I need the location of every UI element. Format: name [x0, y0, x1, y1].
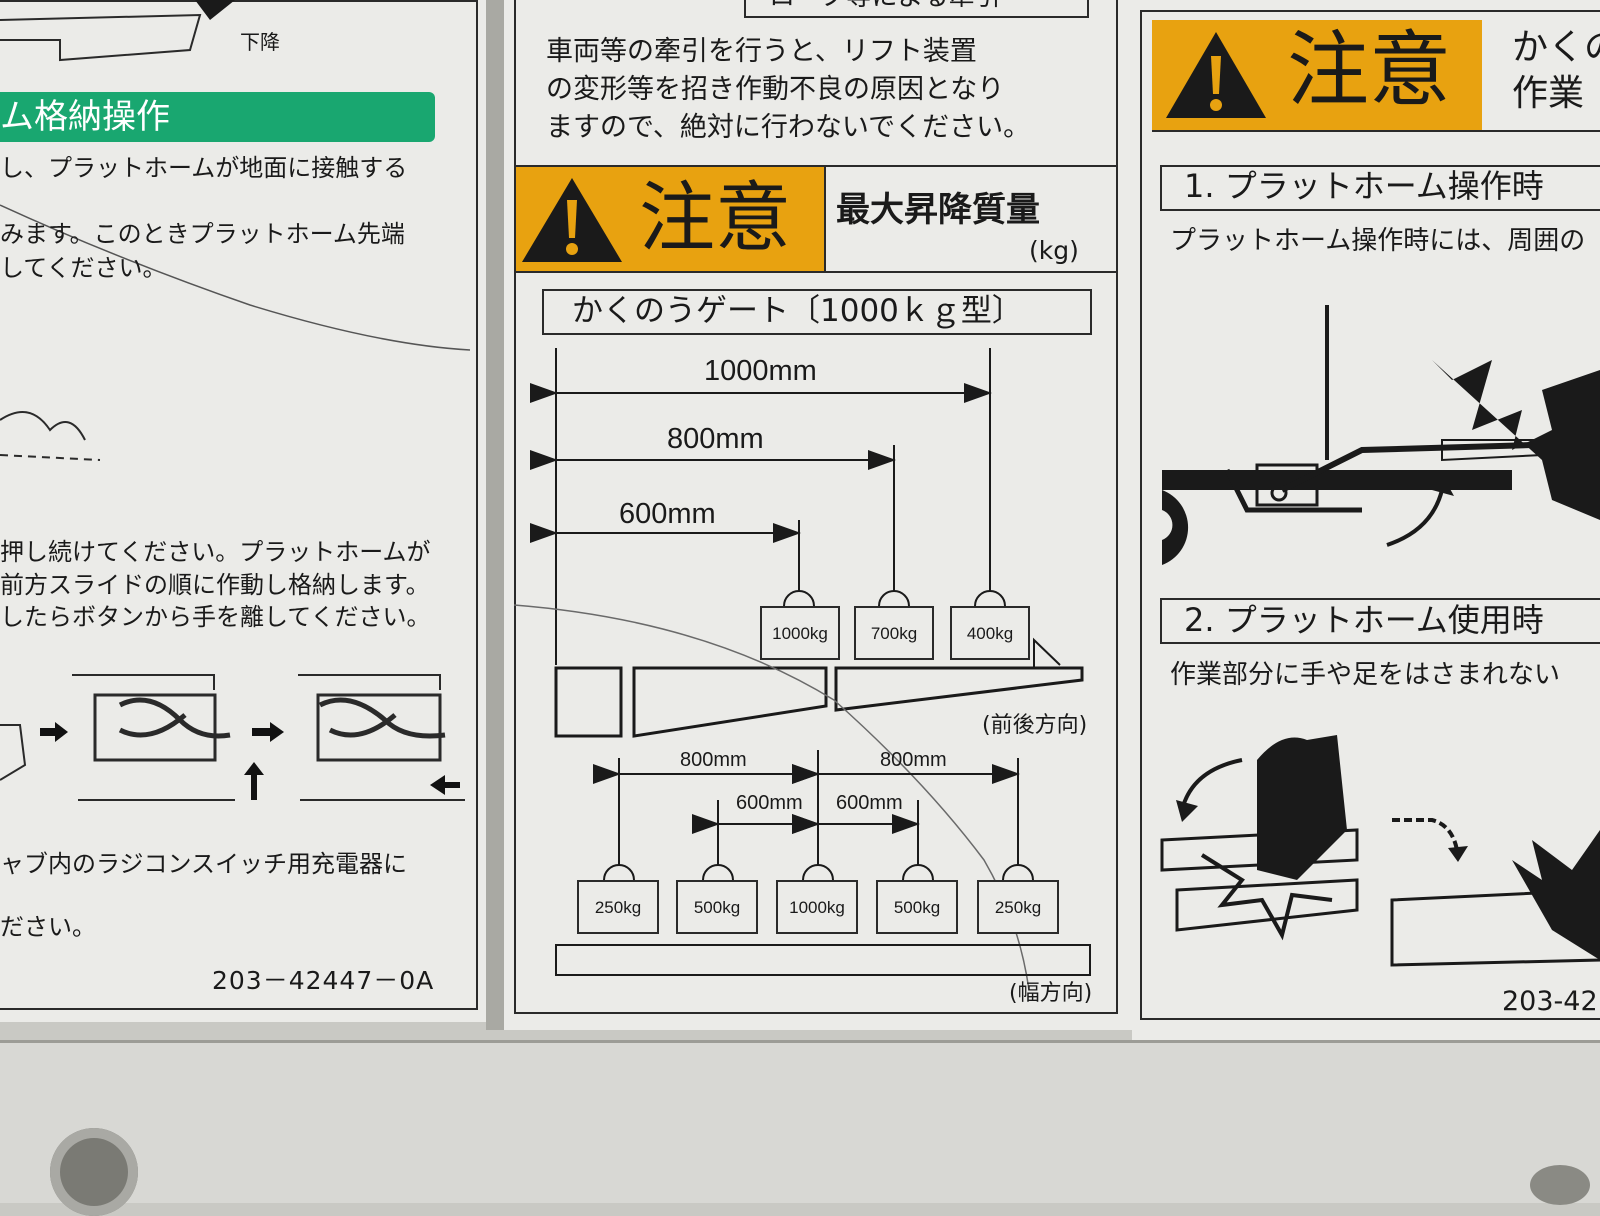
- caution-divider: [824, 167, 826, 271]
- truck-body-strip: [0, 1040, 1600, 1203]
- right-header-partial-2: 作業: [1512, 73, 1585, 114]
- left-text3-line-2: ださい。: [0, 913, 96, 941]
- right-caution-label: 注意: [1287, 23, 1452, 118]
- weight-box-400kg: 400kg: [950, 606, 1030, 660]
- left-panel-illustrations: [0, 0, 471, 801]
- right-header-partial-1: かくの: [1512, 27, 1600, 68]
- right-panel-border: [1140, 10, 1600, 1020]
- caution-label: 注意: [639, 173, 791, 262]
- top-partial-title: ロープ等による牽引: [769, 0, 1001, 10]
- width-dim-800mm-left: 800mm: [680, 749, 747, 771]
- gate-title: かくのうゲート〔1000ｋｇ型〕: [572, 293, 1023, 329]
- width-dim-600mm-right: 600mm: [836, 792, 903, 814]
- left-text2-line-2: 前方スライドの順に作動し格納します。: [0, 571, 430, 599]
- warning-triangle-icon: [522, 178, 622, 262]
- warning-line-2: の変形等を招き作動不良の原因となり: [546, 74, 1005, 105]
- width-weight-500kg-right: 500kg: [876, 880, 958, 934]
- truck-lift-icon: [1162, 305, 1600, 565]
- right-label-panel: 注意 かくの 作業 1. プラットホーム操作時 プラットホーム操作時には、周囲の…: [1132, 0, 1600, 1040]
- top-title-box: [744, 0, 1089, 18]
- section2-title-box: [1160, 598, 1600, 644]
- lowering-label: 下降: [240, 30, 280, 54]
- left-text-line-2: みます。このときプラットホーム先端: [0, 220, 405, 248]
- caution-header-row: [514, 165, 1118, 273]
- left-text3-line-1: ャブ内のラジコンスイッチ用充電器に: [0, 850, 408, 878]
- left-panel-border: [0, 0, 478, 1010]
- green-header-text: ム格納操作: [0, 97, 170, 137]
- section2-text: 作業部分に手や足をはさまれない: [1170, 660, 1561, 690]
- dim-1000mm: 1000mm: [704, 355, 817, 387]
- section2-title: 2. プラットホーム使用時: [1184, 601, 1544, 639]
- weight-box-700kg: 700kg: [854, 606, 934, 660]
- width-weight-500kg-left: 500kg: [676, 880, 758, 934]
- warning-line-1: 車両等の牽引を行うと、リフト装置: [546, 36, 977, 67]
- left-text2-line-1: 押し続けてください。プラットホームが: [0, 538, 431, 566]
- hand-pinch-icon: [1160, 735, 1600, 967]
- green-header-bar: [0, 92, 435, 142]
- right-header-line: [1152, 130, 1600, 132]
- width-dim-800mm-right: 800mm: [880, 749, 947, 771]
- gate-title-box: [542, 289, 1092, 335]
- max-load-title: 最大昇降質量: [836, 190, 1040, 230]
- center-label-panel: ロープ等による牽引 車両等の牽引を行うと、リフト装置 の変形等を招き作動不良の原…: [504, 0, 1132, 1030]
- front-back-diagram: [513, 348, 1084, 991]
- warning-line-3: ますので、絶対に行わないでください。: [546, 112, 1031, 143]
- direction-front-back: (前後方向): [982, 713, 1088, 738]
- direction-width: (幅方向): [1009, 981, 1093, 1006]
- section1-text: プラットホーム操作時には、周囲の: [1170, 226, 1586, 256]
- center-panel-border: [514, 0, 1118, 1014]
- width-weight-250kg-right: 250kg: [977, 880, 1059, 934]
- width-weight-1000kg: 1000kg: [776, 880, 858, 934]
- weight-box-1000kg: 1000kg: [760, 606, 840, 660]
- dim-600mm: 600mm: [619, 498, 716, 530]
- width-weight-250kg-left: 250kg: [577, 880, 659, 934]
- rivet-icon: [1530, 1165, 1590, 1205]
- panel-seam: [486, 0, 504, 1030]
- left-part-number: 203－42447－0A: [212, 966, 435, 995]
- right-part-number: 203-42: [1502, 986, 1598, 1017]
- max-load-unit: (kg): [1029, 236, 1079, 265]
- section1-title: 1. プラットホーム操作時: [1184, 167, 1544, 205]
- width-diagram: [555, 750, 1091, 976]
- rivet-icon: [50, 1128, 138, 1216]
- section1-title-box: [1160, 165, 1600, 211]
- left-text-line-3: してください。: [0, 254, 167, 282]
- left-label-panel: 下降 ム格納操作 し、プラットホームが地面に接触する みます。このときプラットホ…: [0, 0, 490, 1022]
- left-text-line-1: し、プラットホームが地面に接触する: [0, 154, 408, 182]
- right-warning-triangle-icon: [1166, 32, 1266, 118]
- width-dim-600mm-left: 600mm: [736, 792, 803, 814]
- left-text2-line-3: したらボタンから手を離してください。: [0, 603, 431, 631]
- dim-800mm: 800mm: [667, 423, 764, 455]
